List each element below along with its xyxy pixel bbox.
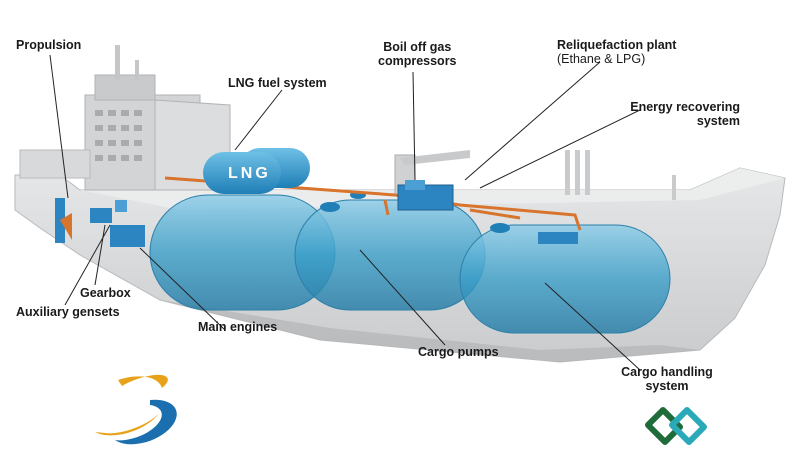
label-cargo-pumps: Cargo pumps — [418, 345, 499, 359]
label-reliquefaction-plant: Reliquefaction plant (Ethane & LPG) — [557, 38, 677, 66]
right-company-logo — [645, 407, 707, 445]
leader-lines — [49, 54, 641, 371]
label-propulsion: Propulsion — [16, 38, 82, 52]
superstructure — [19, 45, 231, 191]
lng-fuel-tanks: LNG — [203, 148, 310, 194]
label-gearbox: Gearbox — [80, 286, 131, 300]
label-lng-fuel-system: LNG fuel system — [228, 76, 327, 90]
cargo-tanks — [149, 191, 671, 334]
left-company-logo — [95, 374, 177, 445]
machinery — [55, 180, 578, 247]
label-main-engines: Main engines — [198, 320, 278, 334]
cargo-tank-3 — [459, 224, 671, 334]
label-auxiliary-gensets: Auxiliary gensets — [16, 305, 120, 319]
label-cargo-handling-system: Cargo handling system — [621, 365, 713, 393]
cargo-tank-2 — [294, 199, 486, 311]
label-energy-recovering-system: Energy recovering system — [630, 100, 740, 128]
lng-tank-label: LNG — [228, 165, 271, 182]
label-boil-off-gas-compressors: Boil off gas compressors — [378, 40, 457, 68]
